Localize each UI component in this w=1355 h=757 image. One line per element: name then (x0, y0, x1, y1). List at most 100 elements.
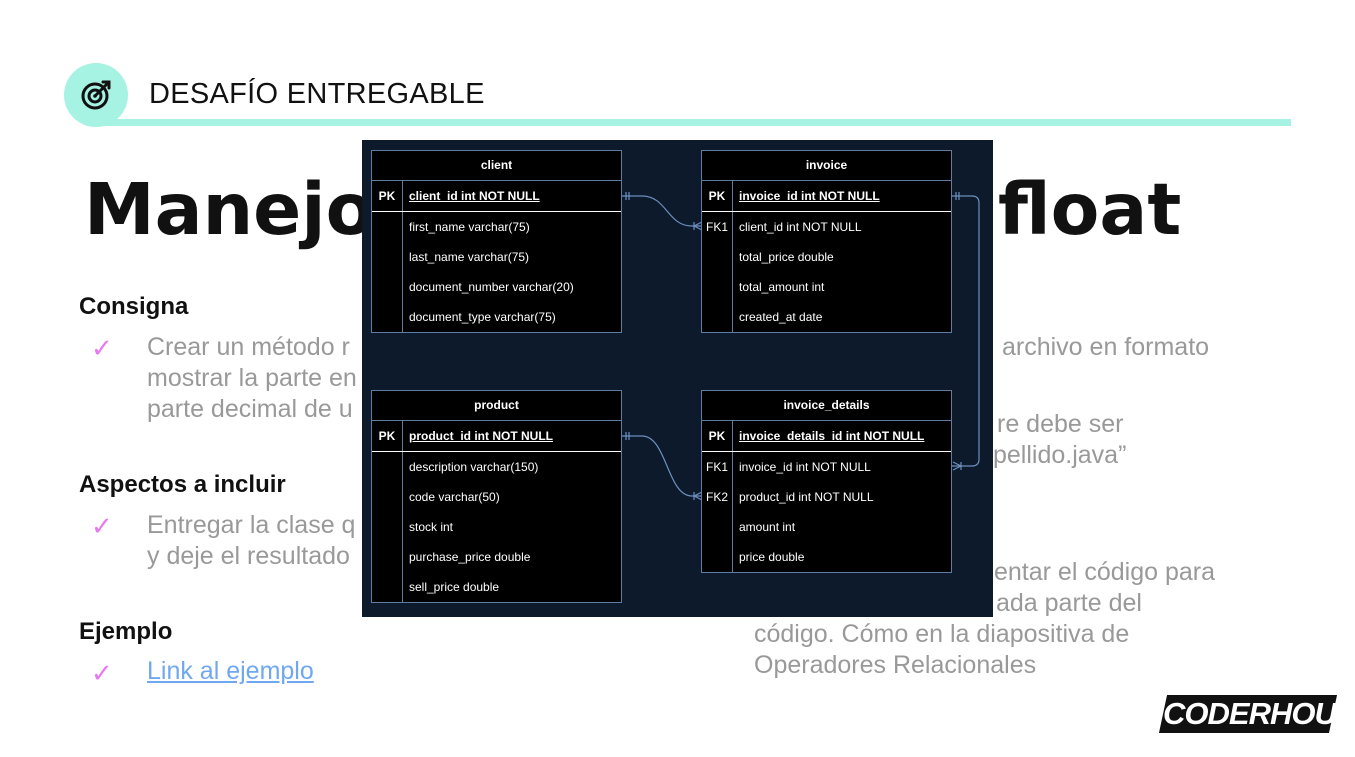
coderhouse-logo: CODERHOUSE (1158, 695, 1355, 733)
field-name: invoice_id int NOT NULL (739, 189, 880, 203)
field-name: last_name varchar(75) (409, 250, 530, 264)
consigna-right-line: archivo en formato (1002, 333, 1210, 361)
key-label (372, 302, 403, 332)
table-row: PK product_id int NOT NULL (372, 421, 621, 452)
er-diagram: client PK client_id int NOT NULL first_na… (362, 140, 993, 617)
slide-title-right: float (998, 168, 1182, 251)
table-name: client (372, 151, 621, 181)
table-row: first_name varchar(75) (372, 212, 621, 242)
key-label (372, 512, 403, 542)
table-row: amount int (702, 512, 951, 542)
key-label (372, 482, 403, 512)
aspectos-right-line: Operadores Relacionales (754, 651, 1037, 679)
section-heading-consigna: Consigna (79, 293, 189, 320)
field-name: description varchar(150) (409, 460, 539, 474)
key-label (702, 242, 733, 272)
field-name: invoice_id int NOT NULL (739, 460, 871, 474)
table-row: last_name varchar(75) (372, 242, 621, 272)
table-row: PK invoice_id int NOT NULL (702, 181, 951, 212)
key-label (702, 272, 733, 302)
header-title: DESAFÍO ENTREGABLE (149, 78, 485, 110)
key-label (702, 512, 733, 542)
key-label: PK (702, 181, 733, 211)
consigna-right-line: pellido.java” (993, 441, 1127, 469)
aspectos-right-line: código. Cómo en la diapositiva de (754, 620, 1130, 648)
key-label (372, 212, 403, 242)
field-name: document_number varchar(20) (409, 280, 574, 294)
header-divider (96, 119, 1291, 126)
table-row: total_amount int (702, 272, 951, 302)
table-row: total_price double (702, 242, 951, 272)
field-name: amount int (739, 520, 796, 534)
table-name: invoice_details (702, 391, 951, 421)
table-product: product PK product_id int NOT NULL descri… (371, 390, 622, 603)
field-name: purchase_price double (409, 550, 531, 564)
table-invoice-details: invoice_details PK invoice_details_id int… (701, 390, 952, 573)
section-heading-aspectos: Aspectos a incluir (79, 471, 286, 498)
aspectos-line: y deje el resultado (147, 542, 350, 570)
table-name: invoice (702, 151, 951, 181)
key-label: FK2 (702, 482, 733, 512)
logo-text: CODERHOUSE (1163, 696, 1355, 731)
field-name: product_id int NOT NULL (409, 429, 553, 443)
key-label (372, 272, 403, 302)
table-row: price double (702, 542, 951, 572)
field-name: first_name varchar(75) (409, 220, 530, 234)
table-row: created_at date (702, 302, 951, 332)
table-row: PK client_id int NOT NULL (372, 181, 621, 212)
field-name: invoice_details_id int NOT NULL (739, 429, 925, 443)
table-row: description varchar(150) (372, 452, 621, 482)
table-row: sell_price double (372, 572, 621, 602)
aspectos-right-line: entar el código para (994, 558, 1215, 586)
check-icon: ✓ (91, 333, 113, 363)
key-label (372, 242, 403, 272)
table-name: product (372, 391, 621, 421)
field-name: total_amount int (739, 280, 825, 294)
table-row: purchase_price double (372, 542, 621, 572)
key-label (372, 572, 403, 602)
field-name: stock int (409, 520, 454, 534)
table-invoice: invoice PK invoice_id int NOT NULL FK1 cli… (701, 150, 952, 333)
table-row: document_type varchar(75) (372, 302, 621, 332)
key-label (372, 542, 403, 572)
field-name: document_type varchar(75) (409, 310, 556, 324)
key-label: PK (372, 181, 403, 211)
example-link[interactable]: Link al ejemplo (147, 657, 314, 685)
aspectos-line: Entregar la clase q (147, 511, 356, 539)
table-row: FK2 product_id int NOT NULL (702, 482, 951, 512)
check-icon: ✓ (91, 658, 113, 688)
field-name: price double (739, 550, 805, 564)
table-row: FK1 invoice_id int NOT NULL (702, 452, 951, 482)
field-name: client_id int NOT NULL (739, 220, 862, 234)
relationship-lines (622, 192, 980, 501)
consigna-right-line: re debe ser (997, 410, 1124, 438)
section-heading-ejemplo: Ejemplo (79, 618, 173, 645)
target-icon (81, 80, 111, 110)
table-row: PK invoice_details_id int NOT NULL (702, 421, 951, 452)
check-icon: ✓ (91, 511, 113, 541)
field-name: total_price double (739, 250, 834, 264)
field-name: product_id int NOT NULL (739, 490, 874, 504)
key-label (702, 302, 733, 332)
table-row: FK1 client_id int NOT NULL (702, 212, 951, 242)
aspectos-right-line: ada parte del (996, 589, 1142, 617)
key-label: FK1 (702, 452, 733, 482)
field-name: client_id int NOT NULL (409, 189, 540, 203)
field-name: sell_price double (409, 580, 500, 594)
key-label (702, 542, 733, 572)
table-client: client PK client_id int NOT NULL first_na… (371, 150, 622, 333)
slide-title-left: Manejo (84, 168, 375, 251)
key-label: PK (702, 421, 733, 451)
key-label: PK (372, 421, 403, 451)
table-row: document_number varchar(20) (372, 272, 621, 302)
field-name: code varchar(50) (409, 490, 500, 504)
key-label (372, 452, 403, 482)
table-row: stock int (372, 512, 621, 542)
consigna-line: Crear un método r (147, 333, 350, 361)
consigna-line: parte decimal de u (147, 395, 353, 423)
header-badge (64, 63, 128, 127)
table-row: code varchar(50) (372, 482, 621, 512)
key-label: FK1 (702, 212, 733, 242)
field-name: created_at date (739, 310, 823, 324)
consigna-line: mostrar la parte en (147, 364, 357, 392)
